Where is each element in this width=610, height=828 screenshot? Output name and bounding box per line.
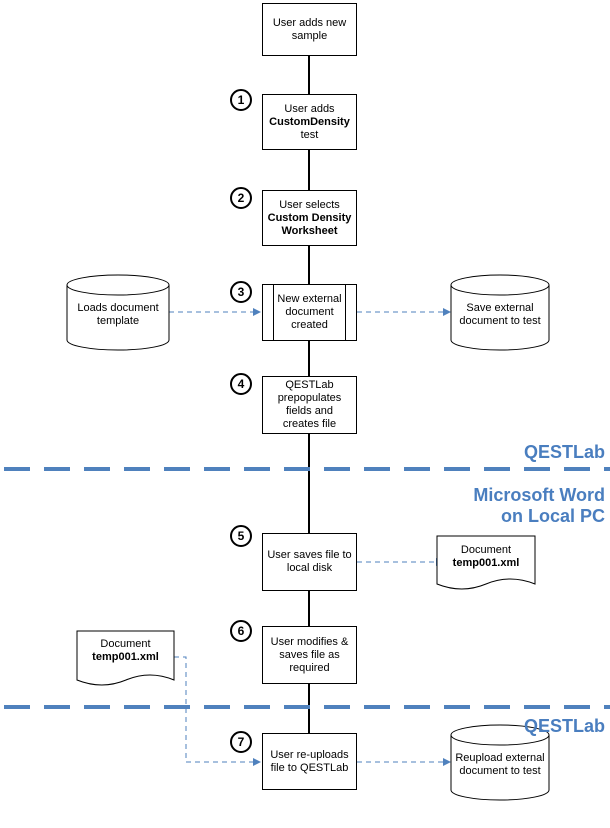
load-template-label: Loads document template	[77, 302, 159, 327]
start-step-box: User adds new sample	[262, 3, 357, 56]
step7-label: User re-uploads file to QESTLab	[270, 748, 349, 774]
step7-box: User re-uploads file to QESTLab	[262, 733, 357, 790]
step6-number-badge: 6	[230, 620, 252, 642]
step4-number-badge: 4	[230, 373, 252, 395]
document-left-shape	[76, 630, 175, 686]
step2-line1: User selects	[279, 198, 340, 211]
reupload-cylinder	[450, 724, 550, 801]
step5-number-badge: 5	[230, 525, 252, 547]
document-left-line1: Document	[100, 638, 151, 650]
step6-box: User modifies & saves file as required	[262, 626, 357, 684]
step2-number-badge: 2	[230, 187, 252, 209]
document-right-line1: Document	[460, 544, 512, 556]
step1-box: User adds CustomDensity test	[262, 94, 357, 150]
step3-predefined-process: New external document created	[262, 284, 357, 341]
start-step-label: User adds new sample	[272, 16, 347, 42]
connector-doc-to-step7	[174, 656, 254, 763]
document-right-shape	[436, 535, 536, 590]
zone-label-word-line1: Microsoft Word	[473, 485, 605, 505]
step3-right-bar	[345, 285, 346, 340]
arrowhead-step7	[253, 758, 261, 766]
arrowhead-save	[443, 308, 451, 316]
document-right-label: Document temp001.xml	[437, 544, 535, 570]
step2-bold2: Worksheet	[281, 224, 338, 237]
document-left-filename: temp001.xml	[92, 651, 159, 663]
zone-label-qestlab-bottom: QESTLab	[523, 716, 605, 736]
load-template-cylinder	[66, 274, 170, 351]
step1-bold: CustomDensity	[269, 115, 350, 128]
document-left-label: Document temp001.xml	[77, 638, 174, 664]
zone-label-qestlab-top: QESTLab	[523, 442, 605, 462]
step6-label: User modifies & saves file as required	[270, 635, 349, 674]
step7-number-badge: 7	[230, 731, 252, 753]
step4-label: QESTLab prepopulates fields and creates …	[277, 379, 342, 430]
step2-box: User selects Custom Density Worksheet	[262, 190, 357, 246]
step3-left-bar	[273, 285, 274, 340]
step1-number-badge: 1	[230, 89, 252, 111]
step2-bold1: Custom Density	[267, 211, 352, 224]
save-external-label: Save external document to test	[459, 302, 541, 327]
zone-label-word-line2: on Local PC	[500, 506, 605, 526]
step1-line3: test	[300, 128, 319, 141]
arrowhead-reupload	[443, 758, 451, 766]
save-external-cylinder	[450, 274, 550, 351]
reupload-label: Reupload external document to test	[455, 752, 545, 777]
step1-line1: User adds	[284, 102, 335, 115]
step5-box: User saves file to local disk	[262, 533, 357, 591]
step5-label: User saves file to local disk	[267, 549, 352, 574]
document-right-filename: temp001.xml	[452, 557, 520, 569]
step3-label: New external document created	[277, 293, 342, 331]
step4-box: QESTLab prepopulates fields and creates …	[262, 376, 357, 434]
step3-number-badge: 3	[230, 281, 252, 303]
arrowhead-step3	[253, 308, 261, 316]
